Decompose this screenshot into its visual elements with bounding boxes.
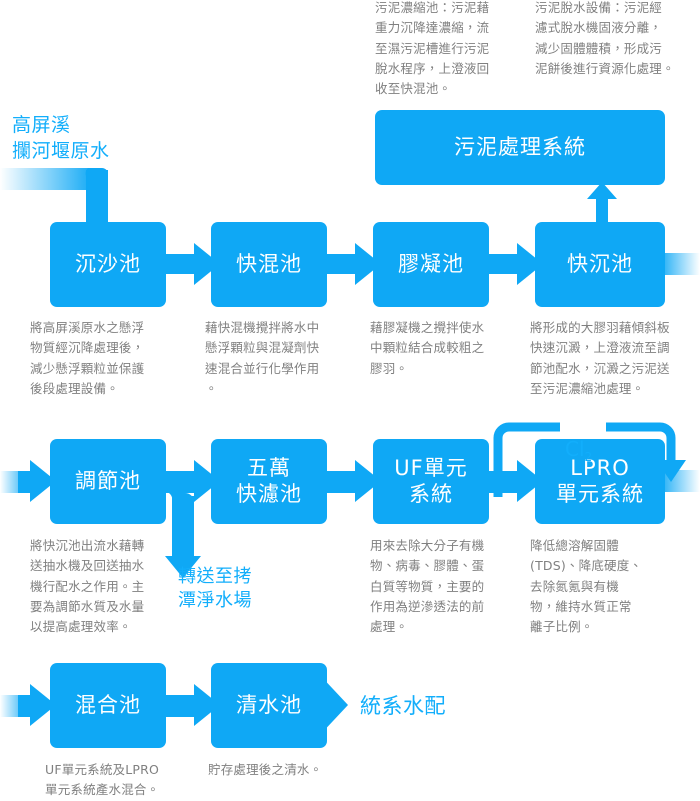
label-transfer-to-kaotan-plant: 轉送至拷 潭淨水場 <box>178 566 252 612</box>
node-label: 清水池 <box>236 693 302 718</box>
node-label: 混合池 <box>75 693 141 718</box>
node-clear-well[interactable]: 清水池 <box>211 663 327 748</box>
label-chlorine-dosing: Cl2 <box>565 408 592 465</box>
node-sludge-treatment-system[interactable]: 污泥處理系統 <box>375 110 665 185</box>
caption-flocculation-basin: 藉膠凝機之攪拌使水 中顆粒結合成較粗之 膠羽。 <box>370 320 485 376</box>
source-inlet-connector <box>0 168 108 230</box>
node-grit-chamber[interactable]: 沉沙池 <box>50 222 166 307</box>
node-rapid-mixing-basin[interactable]: 快混池 <box>211 222 327 307</box>
node-label: 調節池 <box>75 469 141 494</box>
node-label: LPRO 單元系統 <box>556 455 644 506</box>
label-source-raw-water: 高屏溪 攔河堰原水 <box>12 114 110 163</box>
caption-sludge-thickener: 污泥濃縮池：污泥藉 重力沉降達濃縮，流 至濕污泥槽進行污泥 脫水程序，上澄液回 … <box>375 0 490 96</box>
node-label: 污泥處理系統 <box>454 135 586 160</box>
node-label: 膠凝池 <box>398 252 464 277</box>
chlorine-symbol: Cl <box>565 436 585 461</box>
node-flocculation-basin[interactable]: 膠凝池 <box>373 222 489 307</box>
arrow-equalization-to-filter <box>166 460 220 502</box>
caption-rapid-mixing-basin: 藉快混機攪拌將水中 懸浮顆粒與混凝劑快 速混合並行化學作用 。 <box>205 320 320 396</box>
caption-grit-chamber: 將高屏溪原水之懸浮 物質經沉降處理後， 減少懸浮顆粒並保護 後段處理設備。 <box>30 320 145 396</box>
node-label: 快沉池 <box>567 252 633 277</box>
arrow-grit-to-rapidmix <box>166 243 220 285</box>
node-lpro-unit-system[interactable]: LPRO 單元系統 <box>535 439 665 524</box>
node-rapid-settling-basin[interactable]: 快沉池 <box>535 222 665 307</box>
arrow-blend-to-clearwell <box>166 684 220 726</box>
caption-clear-well: 貯存處理後之清水。 <box>208 762 323 777</box>
node-label: 沉沙池 <box>75 252 141 277</box>
caption-sludge-dewater: 污泥脫水設備：污泥經 濾式脫水機固液分離， 減少固體體積，形成污 泥餅後進行資源… <box>535 0 675 76</box>
arrow-rapidmix-to-floc <box>327 243 381 285</box>
branch-to-kaotan <box>165 493 201 578</box>
arrow-filter-to-uf <box>327 460 381 502</box>
chlorine-subscript: 2 <box>584 449 593 464</box>
row1-outlet-fade <box>658 253 700 275</box>
node-blending-basin[interactable]: 混合池 <box>50 663 166 748</box>
node-label: 快混池 <box>236 252 302 277</box>
caption-blending-basin: UF單元系統及LPRO 單元系統產水混合。 <box>45 762 160 798</box>
arrow-rapidsettle-to-sludge <box>587 182 617 222</box>
node-label: UF單元 系統 <box>394 455 468 506</box>
caption-uf-unit-system: 用來去除大分子有機 物、病毒、膠體、蛋 白質等物質，主要的 作用為逆滲透法的前 … <box>370 538 485 634</box>
arrow-floc-to-rapidsettle <box>489 243 543 285</box>
row3-inlet-arrow <box>0 684 56 726</box>
caption-rapid-settling-basin: 將形成的大膠羽藉傾斜板 快速沉澱，上澄液流至調 節池配水，沉澱之污泥送 至污泥濃… <box>530 320 670 396</box>
caption-lpro-unit-system: 降低總溶解固體 (TDS)、降底硬度、 去除氮氪與有機 物，維持水質正常 離子比… <box>530 538 643 634</box>
node-uf-unit-system[interactable]: UF單元 系統 <box>373 439 489 524</box>
node-rapid-filter[interactable]: 五萬 快濾池 <box>211 439 327 524</box>
node-equalization-basin[interactable]: 調節池 <box>50 439 166 524</box>
row2-outlet-fade <box>658 470 700 492</box>
row2-inlet-arrow <box>0 460 56 502</box>
node-label: 五萬 快濾池 <box>236 455 302 506</box>
caption-equalization-basin: 將快沉池出流水藉轉 送抽水機及回送抽水 機行配水之作用。主 要為調節水質及水量 … <box>30 538 145 634</box>
label-distribution-system: 統系水配 <box>360 694 446 718</box>
